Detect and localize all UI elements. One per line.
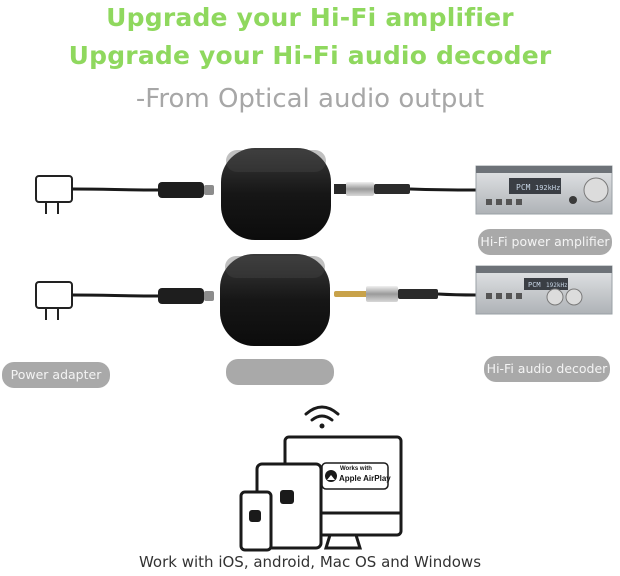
power-plug-icon — [35, 175, 73, 214]
usb-c-plug-icon — [158, 182, 214, 198]
subheadline: -From Optical audio output — [135, 84, 485, 114]
usb-c-plug-icon — [158, 288, 214, 304]
receiver-2 — [220, 254, 330, 346]
amp-display-rate: 192kHz — [535, 184, 560, 192]
headline-amplifier: Upgrade your Hi-Fi amplifier — [106, 3, 514, 32]
airplay-works-with: Works with — [340, 466, 372, 472]
phone-app-icon — [249, 510, 261, 522]
wifi-icon — [304, 405, 340, 429]
tablet-app-icon — [280, 490, 294, 504]
optical-plug-icon — [334, 182, 410, 196]
optical-plug-icon — [334, 286, 438, 302]
hifi-audio-decoder — [475, 265, 613, 315]
airplay-brand: Apple AirPlay — [339, 474, 391, 483]
amp-display-pcm: PCM — [516, 183, 531, 192]
label-power-adapter: Power adapter — [2, 362, 110, 388]
decoder-display-rate: 192kHz — [546, 282, 568, 289]
label-power-amplifier: Hi-Fi power amplifier — [478, 229, 612, 255]
headline-decoder: Upgrade your Hi-Fi audio decoder — [68, 41, 552, 70]
airplay-badge — [321, 462, 389, 490]
power-plug-icon — [35, 281, 73, 320]
decoder-display-pcm: PCM — [528, 281, 541, 289]
label-device-blank — [226, 359, 334, 385]
compatibility-caption: Work with iOS, android, Mac OS and Windo… — [138, 553, 482, 571]
receiver-1 — [221, 148, 331, 240]
hifi-power-amplifier — [475, 165, 613, 215]
label-audio-decoder: Hi-Fi audio decoder — [484, 356, 610, 382]
